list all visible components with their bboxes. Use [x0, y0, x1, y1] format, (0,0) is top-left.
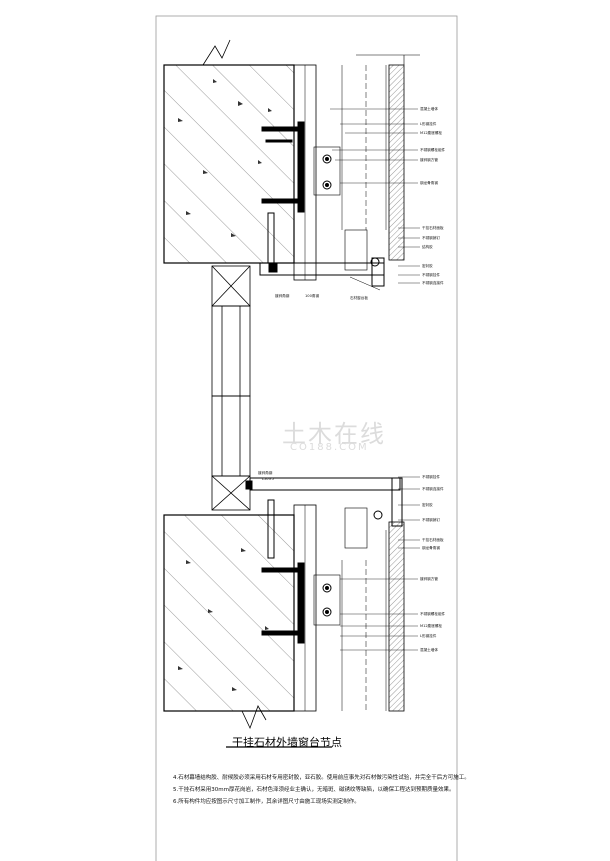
- top-labels: 混凝土墙体 L形钢挂件 M12膨胀螺栓 不锈钢螺栓组件 镀锌钢方管 钢龙骨角钢 …: [420, 106, 446, 285]
- label-t6: 干挂石材面板: [422, 225, 444, 230]
- watermark-main: 土木在线: [282, 420, 386, 448]
- top-bottom-labels: 镀锌角钢 100角钢 石材窗台板: [275, 293, 368, 300]
- note-6: 6.所有构件均应按图示尺寸加工制作，其余详图尺寸由施工现场实测定制作。: [173, 799, 360, 805]
- label-b3: 不锈钢销钉: [422, 517, 440, 522]
- label-tb1: 100角钢: [305, 293, 319, 298]
- bottom-sill-bracket: [245, 477, 403, 549]
- bottom-left-labels: 镀锌角钢 L50×5: [258, 470, 274, 481]
- label-t4: 镀锌钢方管: [420, 157, 438, 162]
- label-b8: M12膨胀螺栓: [420, 623, 442, 628]
- window-frame: [211, 265, 251, 511]
- note-4: 4.石材幕墙结构胶、耐候胶必须采用石材专用密封胶，亚石胶。使用前应事先对石材做污…: [173, 775, 470, 781]
- label-t2: M12膨胀螺栓: [420, 130, 442, 135]
- label-tb0: 镀锌角钢: [275, 293, 290, 298]
- bottom-concrete-wall: [163, 514, 295, 730]
- top-sill-bracket: [259, 229, 385, 291]
- bottom-steel-column: [293, 504, 387, 712]
- label-t11: 不锈钢连接件: [422, 280, 444, 285]
- label-t7: 不锈钢销钉: [422, 235, 440, 240]
- top-stone-panel: [356, 54, 420, 261]
- bottom-anchor-bolts: [261, 499, 341, 644]
- label-t9: 密封胶: [422, 263, 433, 268]
- note-5: 5.干挂石材采用30mm厚花岗岩，石材色泽须经业主确认，无暗斑、磁锈纹等缺陷，以…: [173, 787, 455, 793]
- label-b7: 不锈钢螺栓组件: [420, 611, 446, 616]
- bottom-labels: 不锈钢挂件 不锈钢连接件 密封胶 不锈钢销钉 干挂石材面板 钢龙骨角钢 镀锌钢方…: [420, 474, 446, 652]
- top-anchor-bolts: [261, 121, 341, 264]
- label-b10: 混凝土墙体: [420, 647, 438, 652]
- label-b0: 不锈钢挂件: [422, 474, 440, 479]
- top-concrete-wall: [163, 39, 295, 264]
- drawing-title: 干挂石材外墙窗台节点: [232, 736, 342, 749]
- label-tb2: 石材窗台板: [350, 295, 368, 300]
- label-t1: L形钢挂件: [420, 121, 437, 126]
- watermark-sub: CO188.COM: [290, 442, 369, 453]
- top-leader-lines: [330, 108, 420, 284]
- label-b9: L形钢挂件: [420, 633, 437, 638]
- drawing-frame: [155, 15, 458, 861]
- label-t0: 混凝土墙体: [420, 106, 438, 111]
- label-t10: 不锈钢挂件: [422, 272, 440, 277]
- bottom-stone-panel: [388, 521, 405, 712]
- label-b2: 密封胶: [422, 502, 433, 507]
- top-steel-column: [293, 64, 387, 281]
- bottom-leader-lines: [340, 476, 420, 651]
- label-t5: 钢龙骨角钢: [420, 180, 438, 185]
- label-b6: 镀锌钢方管: [420, 576, 438, 581]
- label-b4: 干挂石材面板: [422, 537, 444, 542]
- label-b5: 钢龙骨角钢: [422, 545, 440, 550]
- label-bl0: 镀锌角钢: [258, 470, 273, 475]
- label-t3: 不锈钢螺栓组件: [420, 147, 446, 152]
- label-t8: 结构胶: [422, 244, 433, 249]
- label-b1: 不锈钢连接件: [422, 486, 444, 491]
- label-bl1: L50×5: [262, 477, 274, 481]
